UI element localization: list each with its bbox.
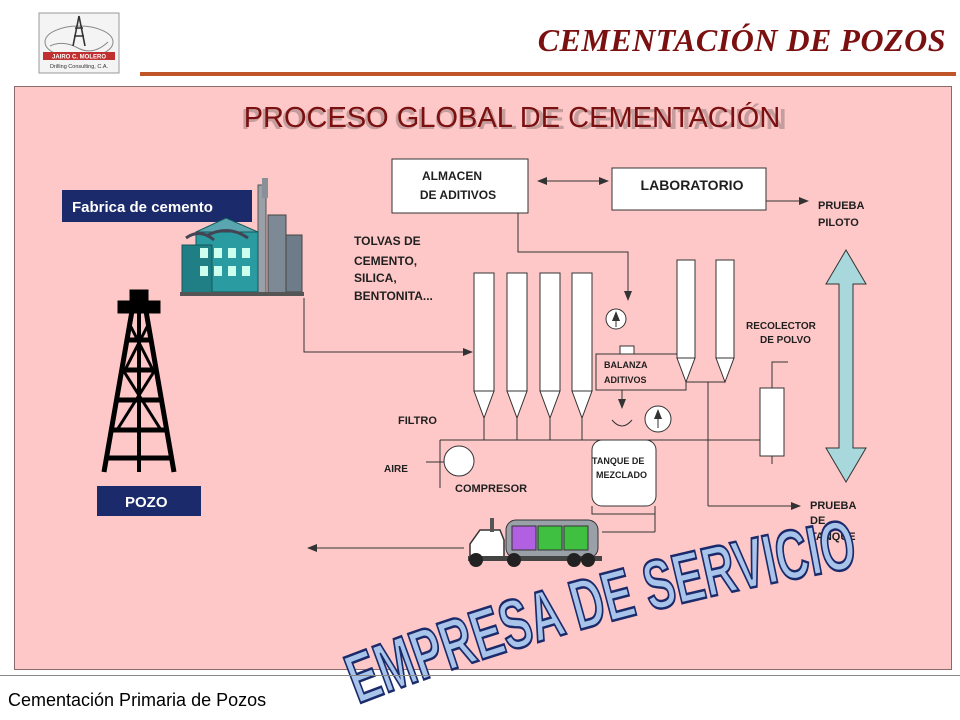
recolector-polvo bbox=[759, 387, 785, 457]
aire-label: AIRE bbox=[384, 464, 408, 475]
header-divider bbox=[140, 72, 956, 76]
balanza-box bbox=[595, 353, 687, 391]
derrick-icon bbox=[101, 289, 177, 473]
logo-subtitle: Drilling Consulting, C.A. bbox=[50, 64, 109, 70]
logo-name: JAIRO C. MOLERO bbox=[52, 55, 106, 61]
factory-to-silos-line bbox=[303, 298, 473, 356]
prueba-tanque-label-3: TANQUE bbox=[810, 531, 856, 543]
balanza-label-2: ADITIVOS bbox=[604, 375, 647, 385]
tolvas-label-4: BENTONITA... bbox=[354, 289, 433, 303]
prueba-tanque-label-2: DE bbox=[810, 515, 825, 527]
pozo-label: POZO bbox=[125, 494, 168, 511]
tanque-label-2: MEZCLADO bbox=[596, 470, 647, 480]
factory-icon bbox=[180, 178, 304, 296]
diagram-title-shadow: PROCESO GLOBAL DE CEMENTACIÓN bbox=[241, 102, 786, 136]
prueba-piloto-label-2: PILOTO bbox=[818, 217, 859, 229]
filtro-label: FILTRO bbox=[398, 415, 437, 427]
prueba-piloto-label-1: PRUEBA bbox=[818, 200, 865, 212]
tolvas-label-1: TOLVAS DE bbox=[354, 234, 421, 248]
laboratorio-label: LABORATORIO bbox=[641, 177, 744, 193]
almacen-box bbox=[391, 158, 529, 214]
fabrica-label: Fabrica de cemento bbox=[72, 199, 213, 216]
cement-silos bbox=[473, 272, 593, 420]
header-title: CEMENTACIÓN DE POZOS bbox=[537, 22, 946, 58]
silo-feed-lines bbox=[440, 418, 772, 441]
company-logo: JAIRO C. MOLERO Drilling Consulting, C.A… bbox=[38, 12, 120, 74]
additive-silos bbox=[676, 259, 735, 384]
compresor-label: COMPRESOR bbox=[455, 483, 527, 495]
laboratorio-box bbox=[611, 167, 767, 211]
balanza-label-1: BALANZA bbox=[604, 360, 648, 370]
fabrica-label-box bbox=[62, 190, 252, 222]
tolvas-label-3: SILICA, bbox=[354, 271, 397, 285]
pozo-label-box bbox=[97, 486, 201, 516]
compresor-icon bbox=[443, 445, 475, 477]
footer-text: Cementación Primaria de Pozos bbox=[8, 690, 267, 710]
almacen-to-balanza-line bbox=[517, 213, 632, 301]
almacen-label-1: ALMACEN bbox=[422, 169, 482, 183]
double-arrow-icon bbox=[825, 249, 867, 483]
derrick-icon bbox=[72, 15, 86, 47]
cement-truck-icon bbox=[468, 518, 602, 567]
recolector-label-1: RECOLECTOR bbox=[746, 321, 817, 332]
almacen-label-2: DE ADITIVOS bbox=[420, 188, 496, 202]
tolvas-label-2: CEMENTO, bbox=[354, 254, 417, 268]
footer-divider bbox=[0, 675, 960, 676]
prueba-tanque-label-1: PRUEBA bbox=[810, 500, 857, 512]
diagram-title: PROCESO GLOBAL DE CEMENTACIÓN bbox=[244, 101, 781, 134]
tanque-mezclado bbox=[591, 439, 657, 507]
tanque-label-1: TANQUE DE bbox=[592, 456, 644, 466]
recolector-label-2: DE POLVO bbox=[760, 335, 811, 346]
